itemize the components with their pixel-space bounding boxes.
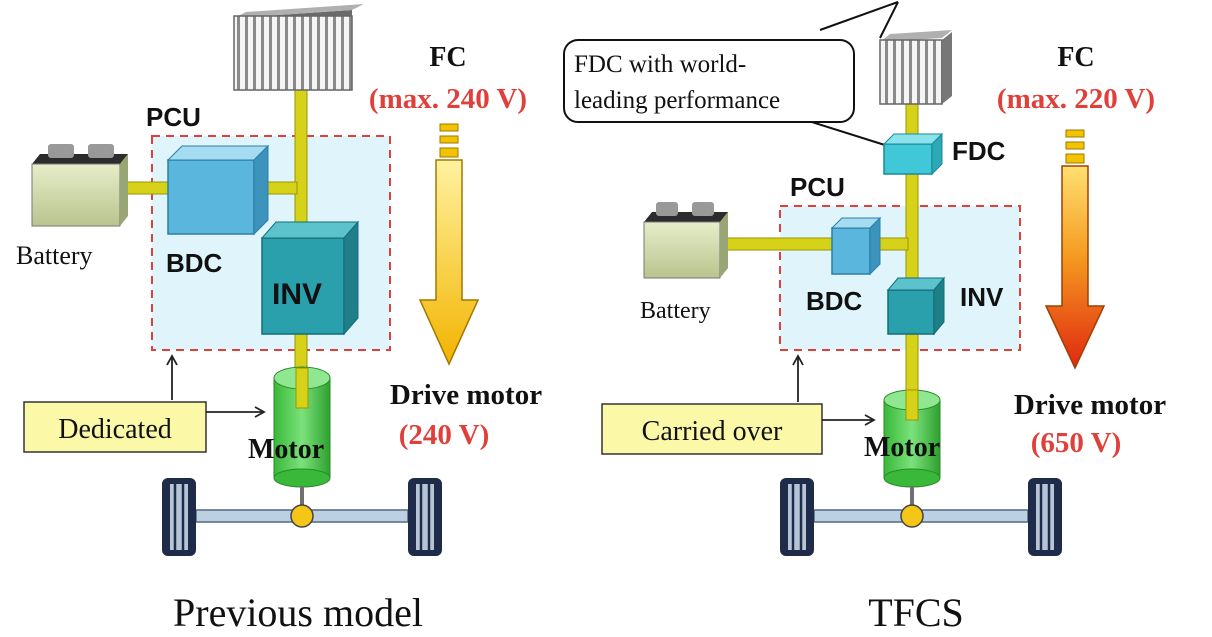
axle-wheels-icon xyxy=(162,478,442,556)
motor-icon xyxy=(273,366,331,488)
callout-line-2: leading performance xyxy=(574,87,780,114)
pcu-label: PCU xyxy=(790,172,845,202)
tfcs-panel: PCU FDC Battery xyxy=(563,1,1166,635)
dedicated-box xyxy=(23,401,207,453)
fc-voltage: (max. 240 V) xyxy=(369,83,527,115)
drive-motor-label: Drive motor xyxy=(1014,389,1166,421)
previous-model-panel: PCU Battery BDC xyxy=(16,4,542,635)
bdc-label: BDC xyxy=(166,248,223,278)
bdc-cube xyxy=(166,144,270,236)
motor-label: Motor xyxy=(864,432,940,463)
bdc-cube xyxy=(830,216,882,276)
inv-cube xyxy=(886,276,946,336)
dedicated-note: Dedicated xyxy=(58,414,172,445)
voltage-arrow xyxy=(1044,129,1106,370)
fc-voltage: (max. 220 V) xyxy=(997,83,1155,115)
inv-label: INV xyxy=(272,278,322,311)
fdc-callout: FDC with world- leading performance xyxy=(563,39,855,123)
carried-over-note: Carried over xyxy=(642,416,783,447)
fuel-cell-stack-icon xyxy=(879,30,952,105)
inv-label: INV xyxy=(960,282,1004,312)
fc-label: FC xyxy=(1057,42,1094,73)
battery-label: Battery xyxy=(640,298,711,324)
fuel-cell-stack-icon xyxy=(233,4,364,91)
callout-line-1: FDC with world- xyxy=(574,51,746,78)
bdc-label: BDC xyxy=(806,286,863,316)
battery-icon xyxy=(643,202,728,279)
tfcs-caption: TFCS xyxy=(868,590,964,635)
callout-leader-top-1 xyxy=(819,1,899,31)
battery-bdc-wire xyxy=(721,237,837,251)
carried-over-box xyxy=(601,403,823,455)
battery-icon xyxy=(31,144,128,227)
fdc-label: FDC xyxy=(952,136,1006,166)
fdc-cube xyxy=(882,132,944,176)
callout-leader-top-2 xyxy=(879,1,899,39)
inv-cube xyxy=(260,220,360,336)
drive-motor-label: Drive motor xyxy=(390,379,542,411)
axle-wheels-icon xyxy=(780,478,1062,556)
drive-motor-voltage: (240 V) xyxy=(399,419,489,451)
previous-model-caption: Previous model xyxy=(173,590,423,635)
motor-icon xyxy=(883,389,941,488)
battery-label: Battery xyxy=(16,241,93,270)
pcu-label: PCU xyxy=(146,102,201,132)
drive-motor-voltage: (650 V) xyxy=(1031,427,1121,459)
fc-label: FC xyxy=(429,42,466,73)
motor-label: Motor xyxy=(248,434,324,465)
voltage-arrow xyxy=(418,123,480,366)
